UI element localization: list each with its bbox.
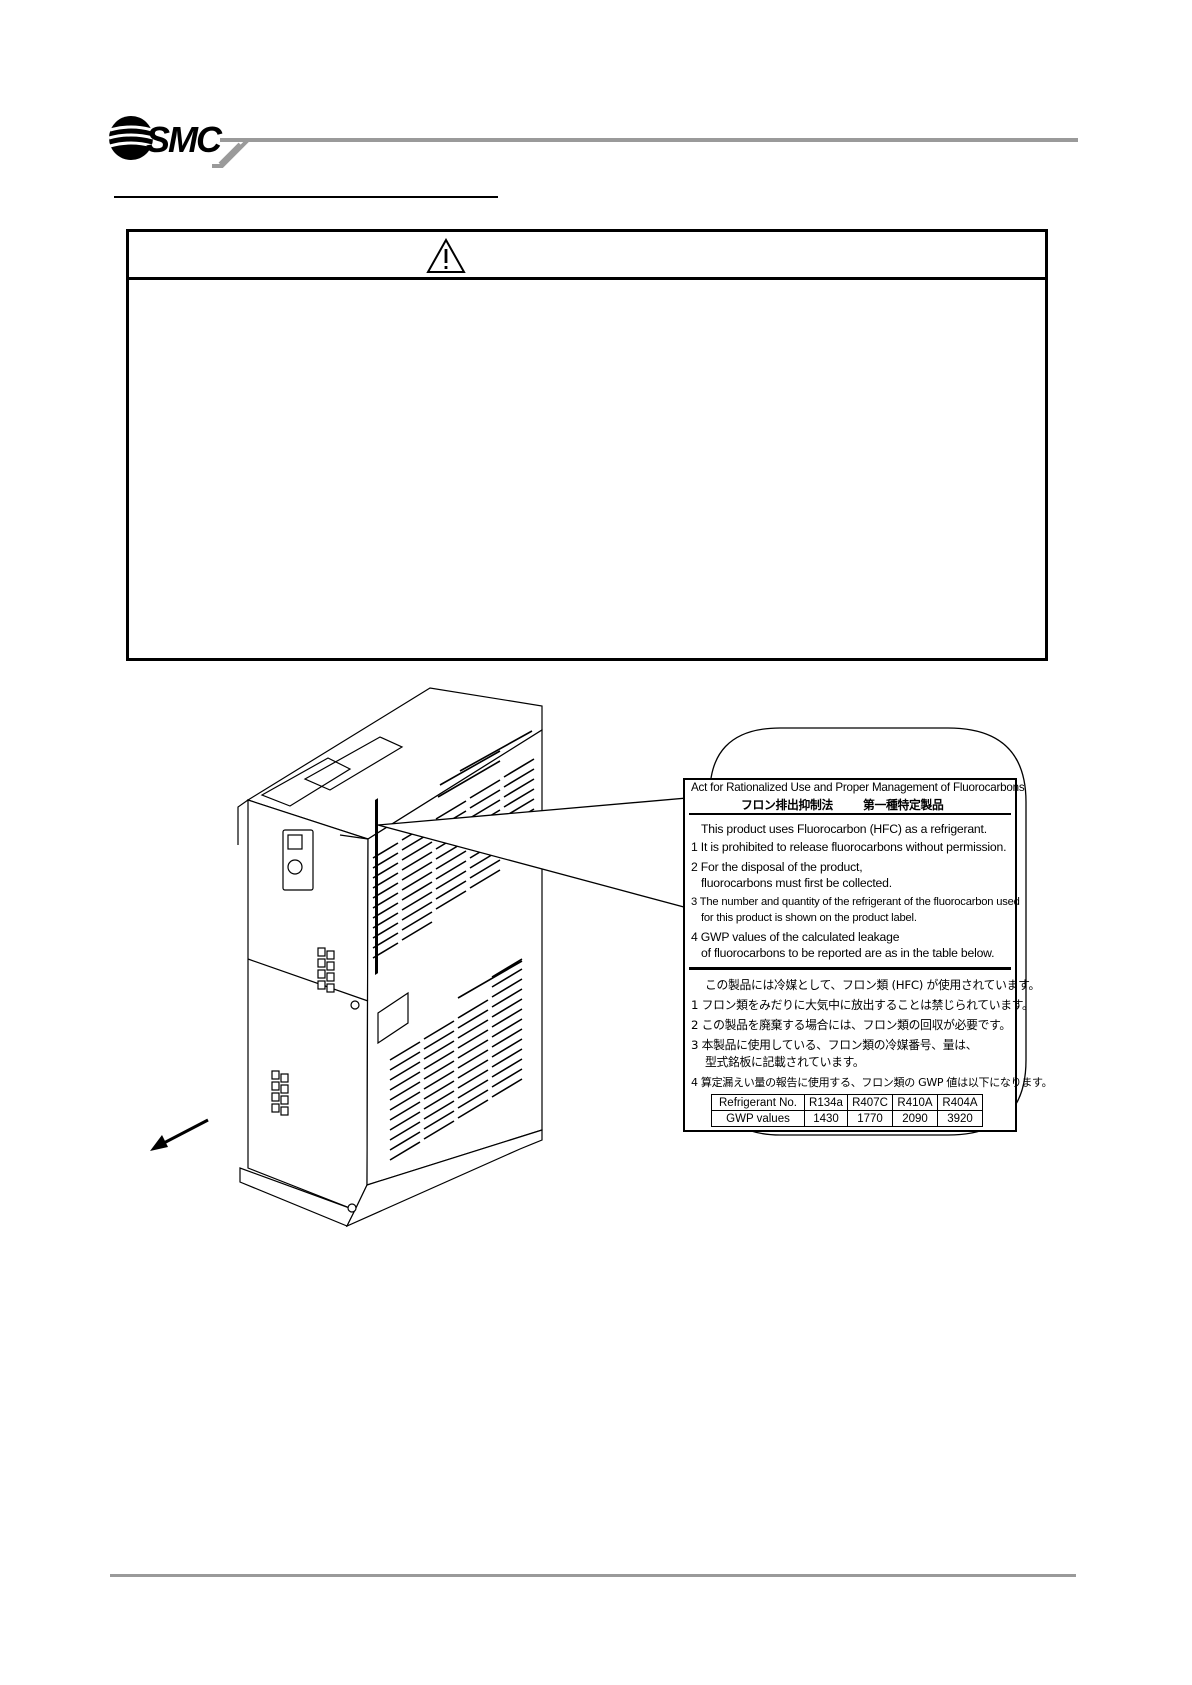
warning-box — [126, 229, 1048, 661]
table-cell: 1430 — [804, 1110, 848, 1127]
smc-logo-text: SMC — [146, 119, 223, 160]
table-cell: R134a — [804, 1094, 848, 1111]
label-title-rule — [689, 813, 1011, 815]
header-rule — [220, 138, 1078, 142]
table-cell: 3920 — [937, 1110, 983, 1127]
front-vents — [271, 947, 335, 1116]
section-heading-underline — [114, 196, 498, 198]
gwp-table: Refrigerant No. R134a R407C R410A R404A … — [711, 1094, 983, 1127]
label-en-line-5: for this product is shown on the product… — [701, 912, 917, 924]
label-jp-line-0: この製品には冷媒として、フロン類 (HFC) が使用されています。 — [705, 978, 1040, 992]
warning-header — [129, 232, 1045, 280]
label-en-line-1: 1 It is prohibited to release fluorocarb… — [691, 840, 1007, 854]
footer-rule — [110, 1574, 1076, 1577]
warning-body — [129, 280, 1045, 658]
warning-triangle-icon — [426, 238, 466, 273]
table-cell: GWP values — [711, 1110, 805, 1127]
label-jp-line-1: 1 フロン類をみだりに大気中に放出することは禁じられています。 — [691, 998, 1034, 1012]
label-en-line-0: This product uses Fluorocarbon (HFC) as … — [701, 822, 987, 836]
label-en-line-4: 3 The number and quantity of the refrige… — [691, 896, 1020, 908]
header-rule-slant — [212, 138, 250, 168]
gwp-table-header-row: Refrigerant No. R134a R407C R410A R404A — [711, 1094, 983, 1111]
unit-base-right — [345, 1129, 543, 1228]
table-cell: R410A — [892, 1094, 938, 1111]
table-cell: 2090 — [892, 1110, 938, 1127]
smc-logo: SMC R — [108, 116, 242, 166]
gwp-table-values-row: GWP values 1430 1770 2090 3920 — [711, 1110, 983, 1127]
table-cell: 1770 — [847, 1110, 893, 1127]
label-jp-line-3: 3 本製品に使用している、フロン類の冷媒番号、量は、 — [691, 1038, 978, 1052]
label-en-line-7: of fluorocarbons to be reported are as i… — [701, 946, 995, 960]
label-en-line-3: fluorocarbons must first be collected. — [701, 876, 892, 890]
label-title-jp-left: フロン排出抑制法 — [741, 798, 833, 812]
label-jp-line-5: 4 算定漏えい量の報告に使用する、フロン類の GWP 値は以下になります。 — [691, 1076, 1053, 1089]
label-jp-line-4: 型式銘板に記載されています。 — [705, 1055, 865, 1069]
smc-logo-mark — [108, 116, 154, 160]
label-title-jp-right: 第一種特定製品 — [863, 798, 944, 812]
vent-pattern-lower — [389, 958, 523, 1161]
table-cell: R407C — [847, 1094, 893, 1111]
table-cell: Refrigerant No. — [711, 1094, 805, 1111]
label-jp-line-2: 2 この製品を廃棄する場合には、フロン類の回収が必要です。 — [691, 1018, 1011, 1032]
label-en-line-2: 2 For the disposal of the product, — [691, 860, 863, 874]
direction-arrow-icon — [150, 1118, 209, 1151]
label-section-rule — [689, 967, 1011, 970]
side-access-panel — [377, 991, 409, 1045]
label-title-en: Act for Rationalized Use and Proper Mana… — [691, 781, 1025, 794]
fluorocarbon-label: Act for Rationalized Use and Proper Mana… — [683, 778, 1053, 1132]
label-en-line-6: 4 GWP values of the calculated leakage — [691, 930, 900, 944]
table-cell: R404A — [937, 1094, 983, 1111]
